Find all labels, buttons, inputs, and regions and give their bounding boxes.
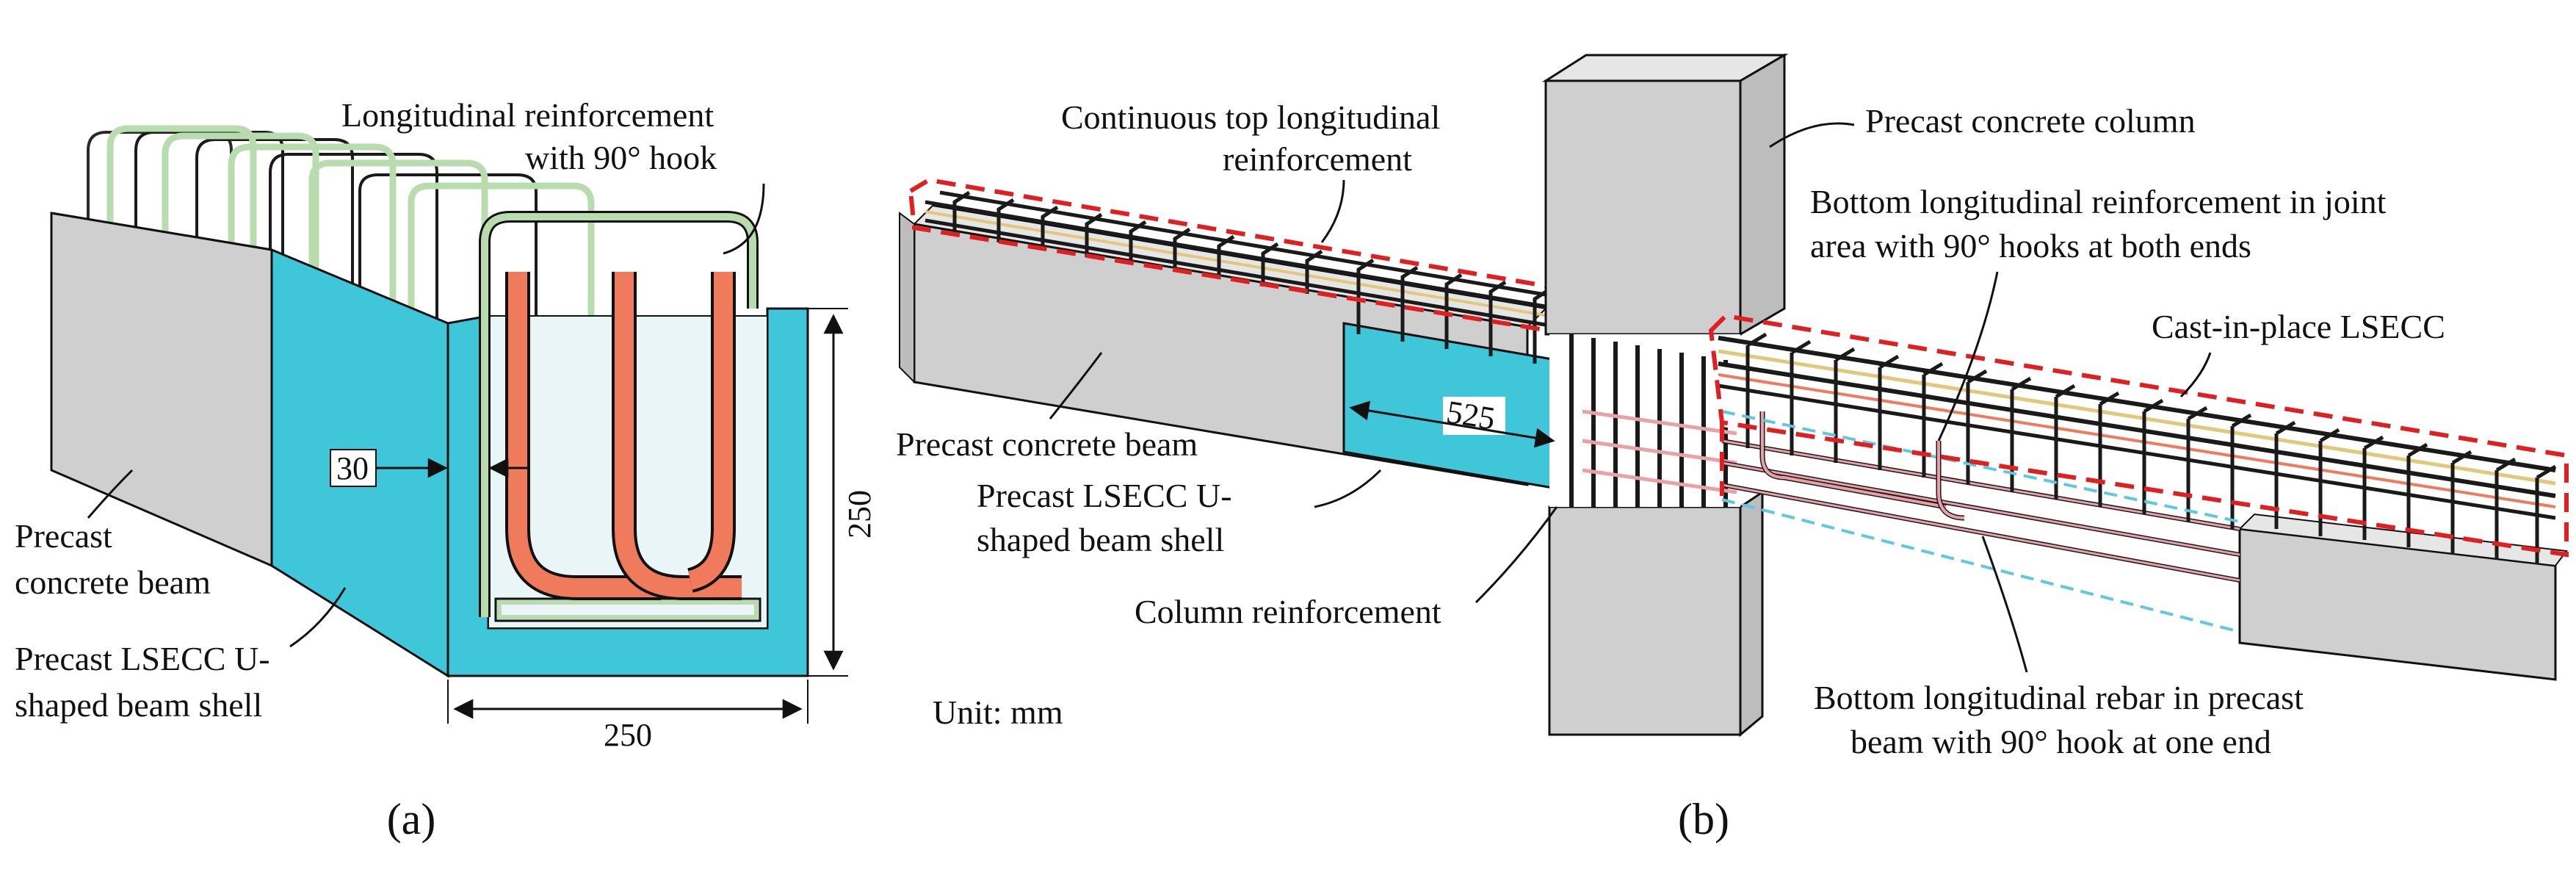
label-castinplace: Cast-in-place LSECC xyxy=(2152,308,2445,345)
caption-b: (b) xyxy=(1678,795,1729,843)
label-precast-beam-b: Precast concrete beam xyxy=(896,425,1198,463)
label-lsecc-shell-a-line1: Precast LSECC U- xyxy=(15,640,270,677)
label-top-long-line2: reinforcement xyxy=(1223,140,1412,178)
label-bottom-joint-line2: area with 90° hooks at both ends xyxy=(1810,227,2251,264)
panel-a: 30 250 250 Longitudinal reinforcement wi… xyxy=(15,96,878,843)
label-unit: Unit: mm xyxy=(933,694,1063,731)
stirrups-back-fill xyxy=(106,125,595,345)
label-bottom-joint-line1: Bottom longitudinal reinforcement in joi… xyxy=(1810,183,2387,220)
panel-b: 525 Continuous top longitudinal reinforc… xyxy=(896,53,2569,843)
label-lsecc-shell-b-line2: shaped beam shell xyxy=(977,521,1224,558)
precast-beam-a xyxy=(50,212,273,568)
rebar-cage-right xyxy=(1718,336,2556,520)
stirrups-left xyxy=(952,190,1551,364)
dim-height-a: 250 xyxy=(842,490,878,539)
label-bottom-precast-line2: beam with 90° hook at one end xyxy=(1850,723,2271,760)
column-lower-side xyxy=(1739,490,1764,738)
cast-in-place-outline-left xyxy=(908,177,1552,334)
bottom-rebars-right xyxy=(1721,411,2240,583)
cyan-shell-outline-right xyxy=(1721,410,2240,633)
cast-in-place-outline-right xyxy=(1708,313,2569,558)
label-column-reinf: Column reinforcement xyxy=(1135,593,1441,630)
label-lsecc-shell-a-line2: shaped beam shell xyxy=(15,686,262,724)
caption-a: (a) xyxy=(387,795,436,843)
dim-thickness-a: 30 xyxy=(336,450,369,486)
label-lsecc-shell-b-line1: Precast LSECC U- xyxy=(977,477,1232,514)
label-column: Precast concrete column xyxy=(1865,102,2196,140)
label-bottom-precast-line1: Bottom longitudinal rebar in precast xyxy=(1814,679,2304,716)
dim-width-a: 250 xyxy=(604,717,652,753)
column-upper-front xyxy=(1544,79,1742,336)
label-long-reinf-line1: Longitudinal reinforcement xyxy=(341,96,714,134)
hook-rebars-a xyxy=(505,272,742,600)
label-long-reinf-line2: with 90° hook xyxy=(525,139,717,176)
label-precast-beam-a-line2: concrete beam xyxy=(15,563,211,601)
label-top-long-line1: Continuous top longitudinal xyxy=(1061,98,1440,136)
label-precast-beam-a-line1: Precast xyxy=(15,517,112,555)
column-upper-side xyxy=(1739,53,1786,336)
column-lower-front xyxy=(1548,505,1742,736)
